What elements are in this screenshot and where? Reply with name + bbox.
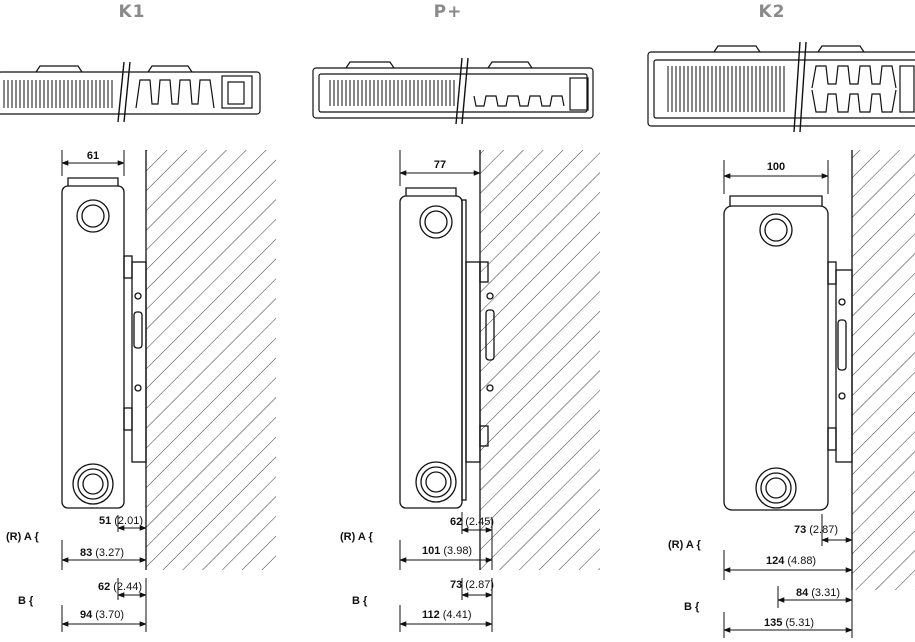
k2-dim-row-a: 73(2.87) 124(4.88) (R) A { [668, 514, 853, 580]
p-plus-a-inner-unit: (2.45) [465, 516, 494, 528]
p-plus-b-outer-unit: (4.41) [443, 609, 472, 621]
k1-a-inner-unit: (2.01) [114, 515, 143, 527]
k2-label-a: (R) A { [668, 539, 702, 551]
k2-a-inner-unit: (2.87) [809, 524, 838, 536]
p-plus-b-inner-value: 73 [450, 579, 462, 591]
k1-top-view [0, 61, 261, 123]
svg-text:94(3.70): 94(3.70) [80, 609, 124, 621]
k1-side-section [61, 150, 276, 570]
k1-dim-row-a: 51(2.01) 83(3.27) (R) A { [6, 515, 147, 570]
k2-top-view [647, 41, 915, 133]
p-plus-top-dimension: 77 [399, 150, 481, 186]
k2-b-outer-value: 135 [764, 617, 782, 629]
k1-a-inner-value: 51 [99, 515, 111, 527]
k1-label-a: (R) A { [6, 531, 40, 543]
k2-a-outer-unit: (4.88) [787, 555, 816, 567]
title-k2: K2 [758, 2, 786, 22]
p-plus-label-b: B { [352, 595, 368, 607]
k1-b-inner-value: 62 [98, 581, 110, 593]
svg-text:112(4.41): 112(4.41) [422, 609, 472, 621]
k2-b-inner-value: 84 [796, 587, 809, 599]
svg-text:73(2.87): 73(2.87) [450, 579, 494, 591]
svg-text:73(2.87): 73(2.87) [794, 524, 838, 536]
k2-label-b: B { [684, 601, 700, 613]
p-plus-side-section [399, 150, 600, 570]
k2-side-section [723, 150, 915, 590]
k2-dim-row-b: 84(3.31) 135(5.31) B { [684, 586, 853, 638]
svg-text:124(4.88): 124(4.88) [766, 555, 816, 567]
svg-text:83(3.27): 83(3.27) [80, 547, 124, 559]
p-plus-dim-row-b: 73(2.87) 112(4.41) B { [352, 578, 494, 632]
k1-b-inner-unit: (2.44) [113, 581, 142, 593]
p-plus-b-inner-unit: (2.87) [465, 579, 494, 591]
k2-top-dimension: 100 [723, 160, 829, 194]
p-plus-a-outer-unit: (3.98) [443, 545, 472, 557]
svg-text:62(2.45): 62(2.45) [450, 516, 494, 528]
p-plus-a-outer-value: 101 [422, 545, 440, 557]
svg-text:84(3.31): 84(3.31) [796, 587, 840, 599]
p-plus-a-inner-value: 62 [450, 516, 462, 528]
k1-dim-row-b: 62(2.44) 94(3.70) B { [18, 578, 147, 632]
k2-top-dim-value: 100 [767, 161, 785, 173]
title-p-plus: P+ [433, 2, 463, 22]
k1-b-outer-unit: (3.70) [95, 609, 124, 621]
svg-text:135(5.31): 135(5.31) [764, 617, 814, 629]
svg-text:62(2.44): 62(2.44) [98, 581, 142, 593]
p-plus-dim-row-a: 62(2.45) 101(3.98) (R) A { [340, 512, 494, 570]
k1-top-dimension: 61 [61, 150, 125, 176]
p-plus-label-a: (R) A { [340, 531, 374, 543]
title-k1: K1 [118, 2, 146, 22]
k2-b-inner-unit: (3.31) [811, 587, 840, 599]
k2-b-outer-unit: (5.31) [785, 617, 814, 629]
k1-a-outer-unit: (3.27) [95, 547, 124, 559]
p-plus-b-outer-value: 112 [422, 609, 440, 621]
k2-a-outer-value: 124 [766, 555, 785, 567]
svg-text:101(3.98): 101(3.98) [422, 545, 472, 557]
svg-text:51(2.01): 51(2.01) [99, 515, 143, 527]
k1-a-outer-value: 83 [80, 547, 92, 559]
p-plus-top-view [312, 57, 594, 125]
k1-top-dim-value: 61 [87, 150, 99, 162]
k2-a-inner-value: 73 [794, 524, 806, 536]
k1-b-outer-value: 94 [80, 609, 93, 621]
k1-label-b: B { [18, 595, 34, 607]
p-plus-top-dim-value: 77 [434, 159, 446, 171]
